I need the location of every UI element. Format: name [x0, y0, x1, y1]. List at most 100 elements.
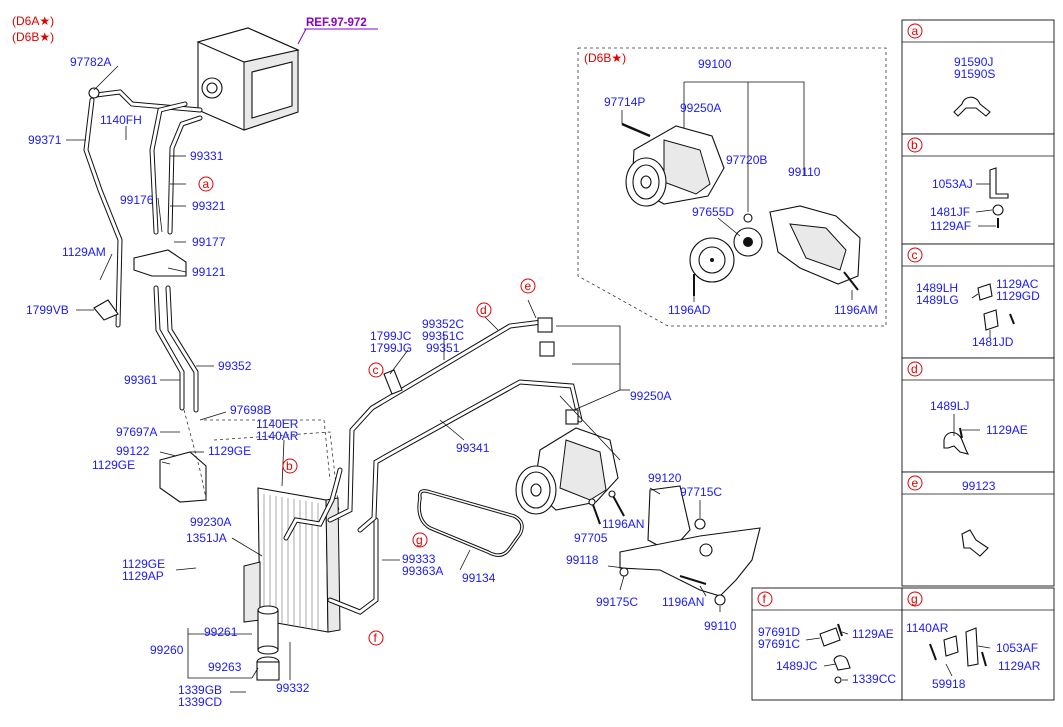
panel-c-label-1489lh[interactable]: 1489LH	[916, 281, 958, 295]
label-99361[interactable]: 99361	[124, 373, 158, 387]
inset-pulley	[689, 227, 763, 283]
inset-label-99110[interactable]: 99110	[788, 165, 821, 179]
panel-a-label-91590j[interactable]: 91590J	[954, 55, 993, 69]
panel-b-label-1129af[interactable]: 1129AF	[930, 219, 971, 233]
label-99177[interactable]: 99177	[192, 235, 226, 249]
fitting-upper	[537, 317, 553, 333]
label-1196an-a[interactable]: 1196AN	[602, 517, 644, 531]
panel-c-key[interactable]: c	[907, 247, 923, 263]
label-99352c[interactable]: 99352C	[422, 317, 464, 331]
label-1129ge-a[interactable]: 1129GE	[208, 444, 251, 458]
panel-g-label-1129ar[interactable]: 1129AR	[998, 659, 1041, 673]
label-99363a[interactable]: 99363A	[402, 564, 443, 578]
label-99331[interactable]: 99331	[190, 149, 224, 163]
label-1339cd[interactable]: 1339CD	[178, 695, 222, 709]
panel-f-label-1489jc[interactable]: 1489JC	[776, 659, 818, 673]
panel-b-key[interactable]: b	[907, 137, 923, 153]
inset-label-99100[interactable]: 99100	[698, 57, 732, 71]
panel-b-label-1053aj[interactable]: 1053AJ	[932, 177, 973, 191]
panel-a-key[interactable]: a	[907, 23, 923, 39]
label-99118[interactable]: 99118	[566, 553, 599, 567]
label-1140fh[interactable]: 1140FH	[100, 113, 142, 127]
panel-e-key[interactable]: e	[907, 475, 923, 491]
ref-link[interactable]: REF.97-972	[306, 17, 367, 29]
panel-f-label-97691c[interactable]: 97691C	[758, 637, 800, 651]
panel-e-label-99123[interactable]: 99123	[962, 479, 996, 493]
inset-label-97714p[interactable]: 97714P	[604, 95, 645, 109]
label-1196an-b[interactable]: 1196AN	[662, 595, 704, 609]
label-99121[interactable]: 99121	[192, 265, 226, 279]
label-99176[interactable]: 99176	[120, 193, 154, 207]
inset-label-97655d[interactable]: 97655D	[692, 205, 734, 219]
callout-c[interactable]: c	[368, 362, 384, 378]
bushing-99110	[714, 594, 726, 606]
inset-label-99250a[interactable]: 99250A	[680, 101, 721, 115]
label-1129ge-c[interactable]: 1129GE	[122, 557, 165, 571]
label-99371[interactable]: 99371	[28, 133, 62, 147]
label-99134[interactable]: 99134	[462, 571, 496, 585]
label-99352[interactable]: 99352	[218, 359, 252, 373]
panel-f-label-1129ae[interactable]: 1129AE	[852, 627, 894, 641]
label-99351[interactable]: 99351	[426, 341, 460, 355]
label-99332[interactable]: 99332	[276, 681, 310, 695]
panel-b-label-1481jf[interactable]: 1481JF	[930, 205, 970, 219]
callout-a[interactable]: a	[198, 176, 214, 192]
label-1351ja[interactable]: 1351JA	[186, 531, 227, 545]
panel-g-key[interactable]: g	[907, 591, 923, 607]
label-1140er[interactable]: 1140ER	[256, 417, 299, 431]
panel-g-label-1140ar[interactable]: 1140AR	[906, 621, 949, 635]
label-99260[interactable]: 99260	[150, 643, 184, 657]
label-99110[interactable]: 99110	[704, 619, 737, 633]
panel-d-label-1129ae[interactable]: 1129AE	[986, 423, 1028, 437]
panel-g-label-1053af[interactable]: 1053AF	[996, 641, 1038, 655]
panel-c-label-1481jd[interactable]: 1481JD	[972, 335, 1014, 349]
label-97782a[interactable]: 97782A	[70, 55, 111, 69]
callout-f[interactable]: f	[368, 630, 384, 646]
panel-f-label-1339cc[interactable]: 1339CC	[852, 672, 896, 686]
label-99122[interactable]: 99122	[116, 444, 150, 458]
inset-label-1196am[interactable]: 1196AM	[834, 303, 878, 317]
panel-c-label-1129gd[interactable]: 1129GD	[996, 289, 1040, 303]
label-97698b[interactable]: 97698B	[230, 403, 271, 417]
panel-d-key[interactable]: d	[907, 361, 923, 377]
fitting-99250a	[565, 409, 579, 425]
panel-c-label-1489lg[interactable]: 1489LG	[916, 293, 959, 307]
label-99230a[interactable]: 99230A	[190, 515, 231, 529]
svg-text:c: c	[373, 363, 379, 377]
label-99175c[interactable]: 99175C	[596, 595, 638, 609]
panel-g-label-59918[interactable]: 59918	[932, 677, 966, 691]
label-99351c[interactable]: 99351C	[422, 329, 464, 343]
label-99321[interactable]: 99321	[192, 199, 226, 213]
label-1799jg[interactable]: 1799JG	[370, 341, 412, 355]
ref-arrow	[297, 28, 307, 45]
bracket-99121	[133, 249, 187, 277]
inset-label-97720b[interactable]: 97720B	[726, 153, 767, 167]
callout-b[interactable]: b	[282, 458, 298, 474]
panel-f-key[interactable]: f	[757, 591, 773, 607]
label-99263[interactable]: 99263	[208, 660, 242, 674]
label-1129am[interactable]: 1129AM	[62, 245, 106, 259]
label-1129ge-b[interactable]: 1129GE	[92, 458, 135, 472]
label-99250a[interactable]: 99250A	[630, 389, 671, 403]
label-1140ar[interactable]: 1140AR	[256, 429, 299, 443]
label-99341[interactable]: 99341	[456, 441, 490, 455]
panel-d-label-1489lj[interactable]: 1489LJ	[930, 399, 969, 413]
label-1129ap[interactable]: 1129AP	[122, 569, 164, 583]
callout-g[interactable]: g	[412, 532, 428, 548]
label-97715c[interactable]: 97715C	[680, 485, 722, 499]
label-99333[interactable]: 99333	[402, 552, 436, 566]
panel-c-label-1129ac[interactable]: 1129AC	[996, 277, 1039, 291]
label-97705[interactable]: 97705	[574, 531, 608, 545]
callout-e[interactable]: e	[520, 278, 536, 294]
label-1799vb[interactable]: 1799VB	[26, 303, 69, 317]
label-1339gb[interactable]: 1339GB	[178, 683, 222, 697]
label-99261[interactable]: 99261	[204, 625, 238, 639]
panel-a-label-91590s[interactable]: 91590S	[954, 67, 995, 81]
inset-label-1196ad[interactable]: 1196AD	[668, 303, 711, 317]
panel-f-label-97691d[interactable]: 97691D	[758, 625, 800, 639]
svg-text:b: b	[911, 138, 918, 152]
callout-d[interactable]: d	[476, 302, 492, 318]
label-97697a[interactable]: 97697A	[116, 425, 157, 439]
label-1799jc[interactable]: 1799JC	[370, 329, 412, 343]
label-99120[interactable]: 99120	[648, 471, 682, 485]
